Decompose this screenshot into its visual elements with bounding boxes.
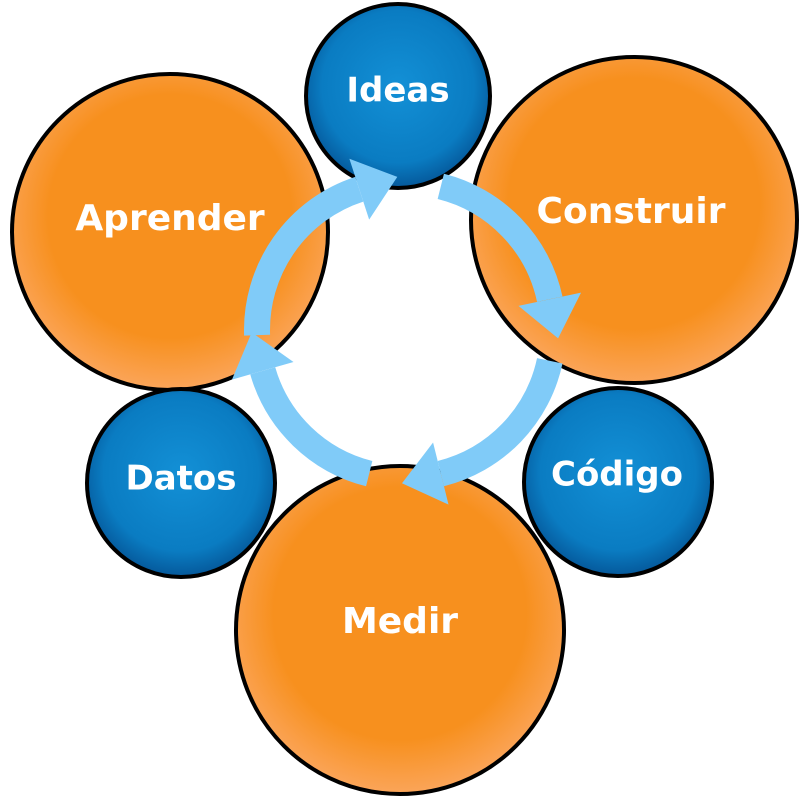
arrow-medir-to-aprender-head	[231, 332, 294, 380]
label-codigo: Código	[551, 455, 683, 495]
arrow-aprender-to-ideas-shaft	[244, 176, 364, 336]
circle-codigo: Código	[522, 386, 714, 578]
label-construir: Construir	[537, 191, 726, 232]
label-ideas: Ideas	[346, 71, 449, 111]
arrow-ideas-to-construir-head	[518, 292, 582, 339]
arrow-medir-to-aprender-shaft	[250, 366, 373, 487]
arrow-construir-to-medir-shaft	[437, 357, 563, 487]
circle-datos: Datos	[85, 387, 277, 579]
circle-medir: Medir	[234, 464, 566, 796]
label-medir: Medir	[342, 601, 458, 642]
arrow-aprender-to-ideas-head	[349, 158, 398, 220]
arrow-construir-to-medir-head	[401, 442, 449, 505]
label-datos: Datos	[125, 459, 236, 499]
circle-ideas: Ideas	[304, 2, 492, 190]
arrow-ideas-to-construir-shaft	[437, 173, 563, 303]
label-aprender: Aprender	[75, 198, 265, 239]
cycle-arrows	[231, 158, 582, 505]
